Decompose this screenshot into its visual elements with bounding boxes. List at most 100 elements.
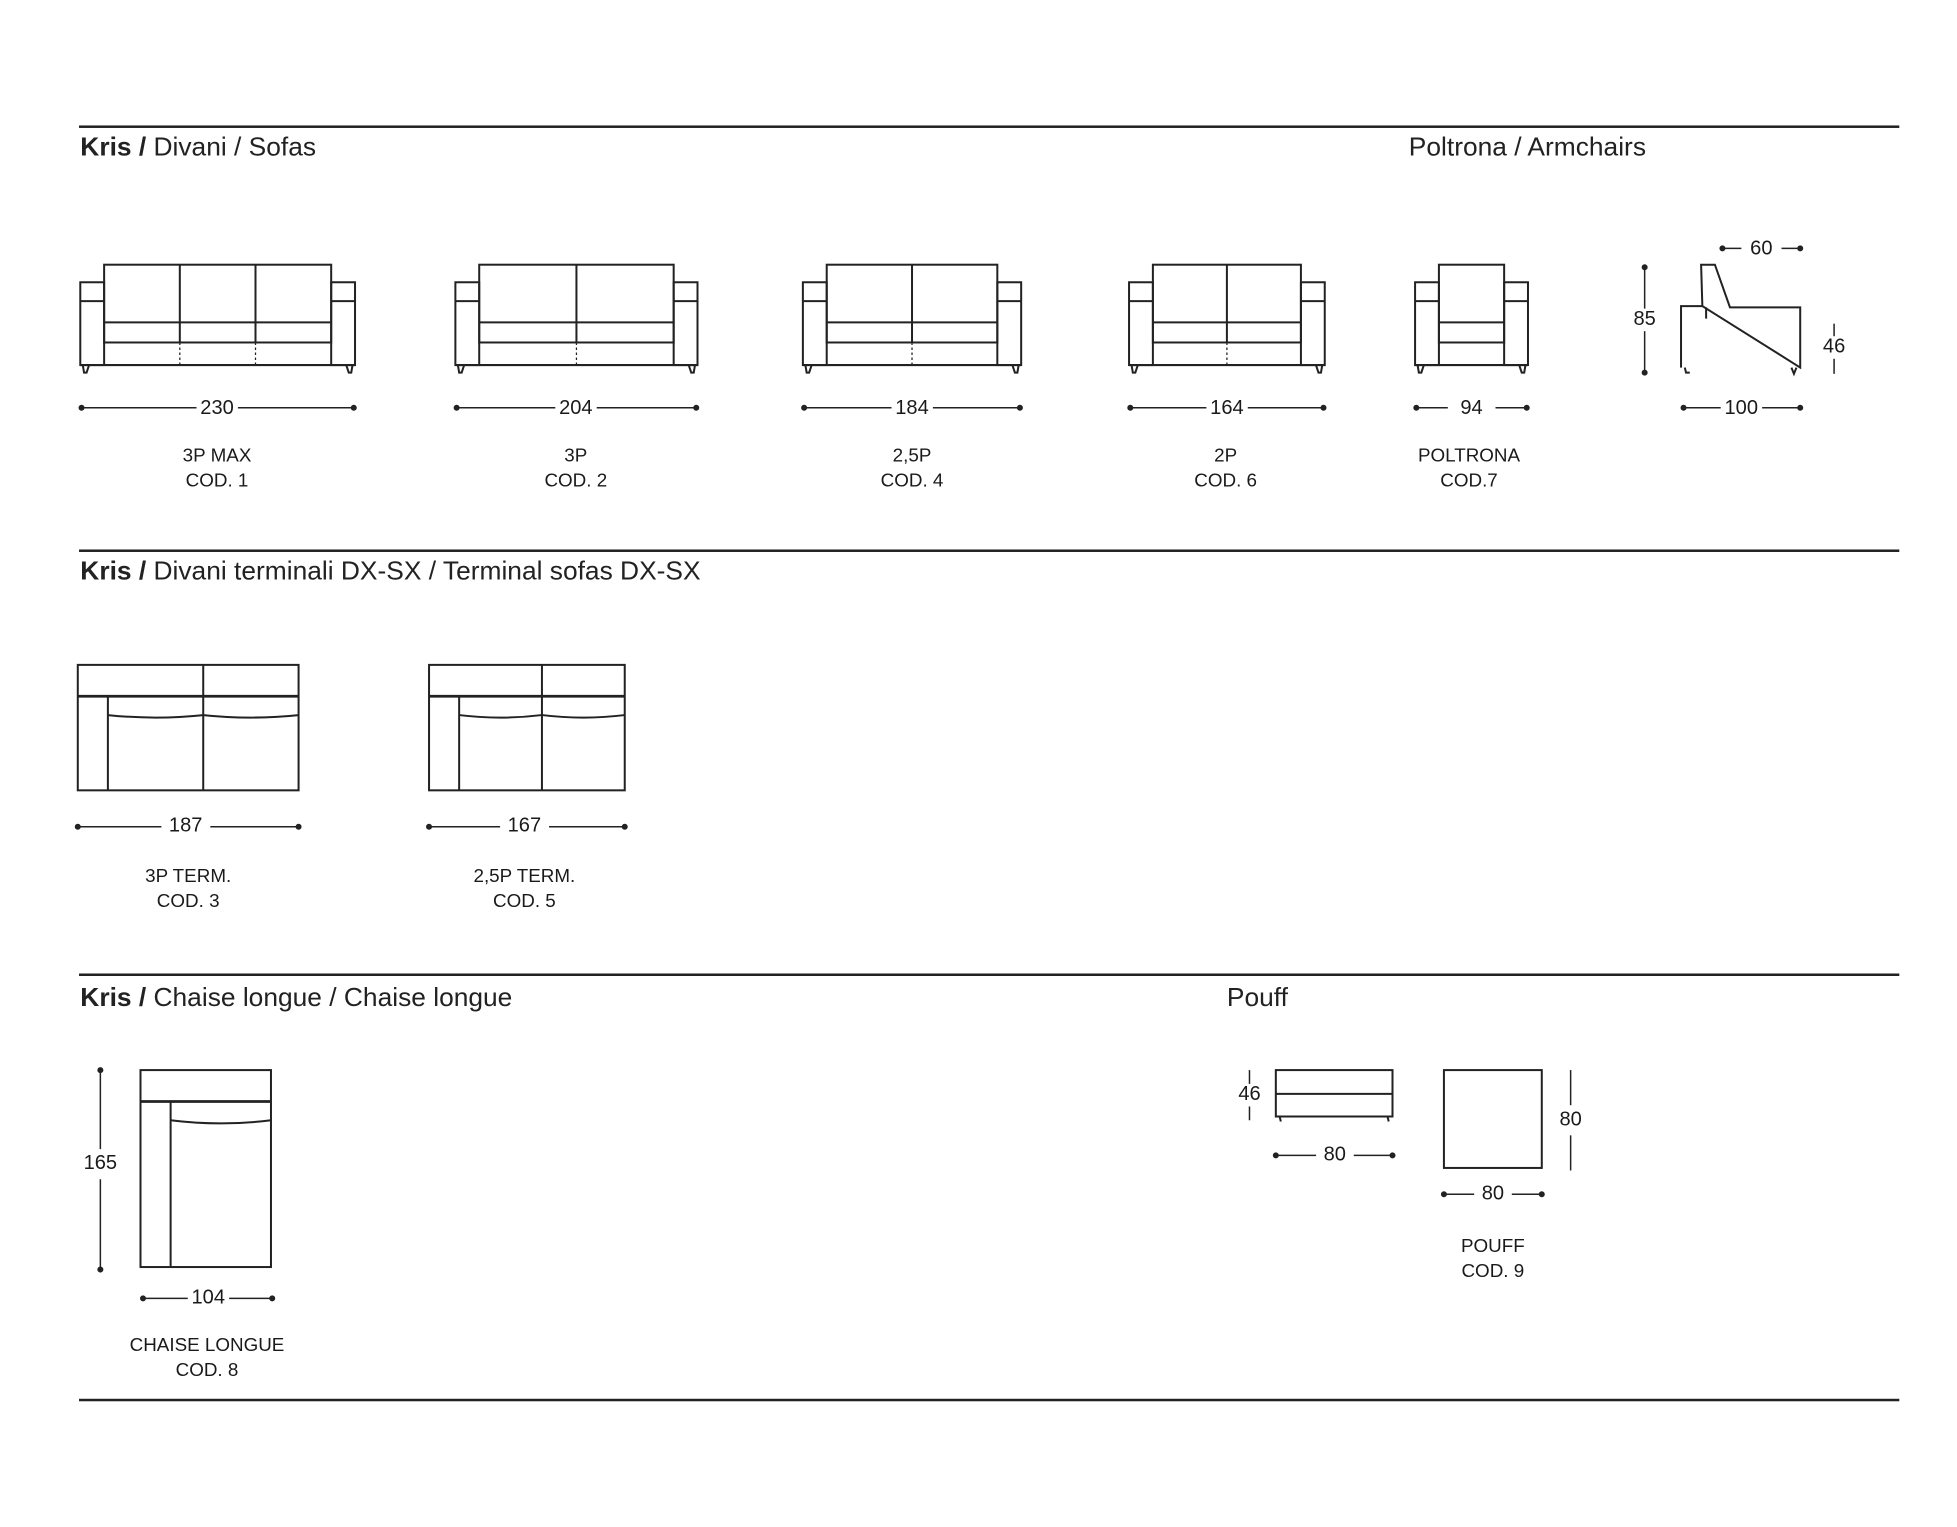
dimension-width: 104 (187, 1287, 229, 1310)
product-code: COD. 6 (1194, 470, 1258, 492)
product-name: 3P (564, 445, 588, 467)
seat-cushion-line (459, 714, 625, 719)
dimension-end (1523, 404, 1530, 411)
sofa-leg (1011, 364, 1020, 374)
section-header-terminal: Kris / Divani terminali DX-SX / Terminal… (80, 557, 700, 587)
dimension-end (269, 1295, 276, 1302)
sofa-back (103, 263, 333, 344)
dimension-end (1797, 245, 1804, 252)
sofa-leg (687, 364, 696, 374)
divider (79, 549, 1900, 552)
brand-label: Kris / (80, 132, 147, 162)
terminal-sofa-outline (428, 663, 626, 792)
dimension-width: 230 (196, 397, 238, 421)
dimension-width: 80 (1474, 1182, 1512, 1206)
section-header-pouff: Pouff (1226, 983, 1288, 1013)
product-name: 2,5P TERM. (473, 865, 576, 887)
dimension-end (453, 404, 460, 411)
sofa-leg (456, 364, 466, 374)
dimension-end (74, 823, 81, 830)
pouff-top (1442, 1069, 1543, 1169)
dimension-end (1797, 404, 1804, 411)
divider (79, 125, 1900, 128)
dimension-end (1320, 404, 1327, 411)
armrest-right (672, 281, 699, 367)
dimension-end (97, 1266, 104, 1273)
product-name: 2,5P (892, 445, 932, 467)
armchair-side (1680, 263, 1802, 370)
dimension-end (1440, 1191, 1447, 1198)
section-title: Divani / Sofas (146, 132, 317, 162)
dimension-end (1413, 404, 1420, 411)
dimension-width: 164 (1206, 397, 1248, 421)
section-title: Divani terminali DX-SX / Terminal sofas … (146, 556, 701, 586)
sofa-back (1437, 263, 1506, 344)
section-header-armchairs: Poltrona / Armchairs (1408, 132, 1647, 162)
dimension-height: 85 (1629, 308, 1660, 332)
dimension-width: 187 (161, 815, 210, 839)
brand-label: Kris / (80, 556, 147, 586)
dimension-depth: 80 (1559, 1105, 1582, 1136)
dimension-end (693, 404, 700, 411)
dimension-end (801, 404, 808, 411)
dimension-end (1272, 1152, 1279, 1159)
product-code: COD. 8 (175, 1359, 239, 1382)
product-code: COD. 3 (156, 890, 220, 913)
dimension-end (1389, 1152, 1396, 1159)
dimension-width: 80 (1316, 1144, 1354, 1167)
product-code: COD. 4 (880, 470, 944, 492)
dimension-end (78, 404, 85, 411)
armrest-right (330, 281, 357, 367)
product-label: 2,5P TERM. COD. 5 (473, 864, 575, 914)
armrest-left (454, 281, 481, 367)
dimension-end (295, 823, 302, 830)
armrest-left (1414, 281, 1440, 367)
dimension-end (1127, 404, 1134, 411)
product-name: 3P MAX (182, 445, 252, 467)
divider (79, 973, 1900, 977)
sofa-leg (1315, 364, 1324, 374)
sofa-leg (345, 364, 354, 374)
product-label: 2,5P COD. 4 (881, 444, 944, 494)
dimension-end (621, 823, 628, 830)
product-name: POUFF (1460, 1235, 1525, 1258)
product-name: CHAISE LONGUE (129, 1334, 285, 1357)
dimension-height: 46 (1234, 1083, 1265, 1107)
dimension-width: 204 (555, 397, 597, 421)
product-label: 2P COD. 6 (1194, 444, 1257, 494)
product-code: COD. 9 (1461, 1260, 1525, 1283)
dimension-end (1641, 369, 1648, 376)
divider (79, 1398, 1900, 1402)
dimension-end (426, 823, 433, 830)
armrest-left (801, 281, 828, 367)
dimension-length: 165 (83, 1149, 118, 1180)
dimension-end (140, 1295, 147, 1302)
armrest-left (1128, 281, 1154, 367)
brand-label: Kris / (80, 983, 147, 1013)
dimension-end (1016, 404, 1023, 411)
product-label: 3P MAX COD. 1 (183, 444, 252, 494)
product-code: COD. 5 (492, 890, 556, 913)
dimension-end (1641, 264, 1648, 271)
product-code: COD. 1 (185, 470, 249, 492)
dimension-end (1680, 404, 1687, 411)
product-name: 2P (1214, 445, 1238, 467)
sofa-leg (1683, 367, 1798, 377)
product-name: POLTRONA (1417, 445, 1521, 467)
dimension-end (1719, 245, 1726, 252)
section-header-chaise: Kris / Chaise longue / Chaise longue (80, 984, 512, 1014)
dimension-seat-height: 46 (1819, 336, 1850, 359)
armrest-right (1299, 281, 1326, 367)
dimension-width: 94 (1447, 397, 1496, 421)
sofa-leg (1518, 364, 1527, 374)
dimension-depth: 100 (1720, 397, 1762, 421)
sofa-leg (804, 364, 813, 374)
sofa-leg (1416, 364, 1425, 374)
product-label: 3P TERM.COD. 3 (145, 864, 231, 914)
